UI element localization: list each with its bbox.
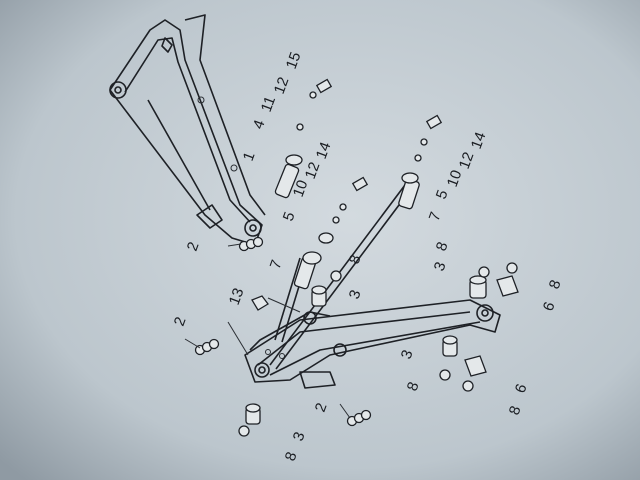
callout-14: 14 (468, 130, 490, 151)
upper-arm (109, 14, 266, 246)
lower-link (244, 299, 501, 389)
hardware (194, 78, 519, 437)
callout-10: 10 (290, 178, 312, 199)
callout-12: 12 (302, 160, 324, 181)
callout-12: 12 (271, 75, 293, 96)
callout-12: 12 (456, 150, 478, 171)
callout-15: 15 (283, 50, 305, 71)
callout-11: 11 (258, 94, 279, 114)
pins (269, 154, 420, 370)
callout-10: 10 (444, 168, 466, 189)
callout-14: 14 (313, 140, 335, 161)
callout-13: 13 (226, 286, 248, 307)
leader-lines (184, 243, 351, 419)
